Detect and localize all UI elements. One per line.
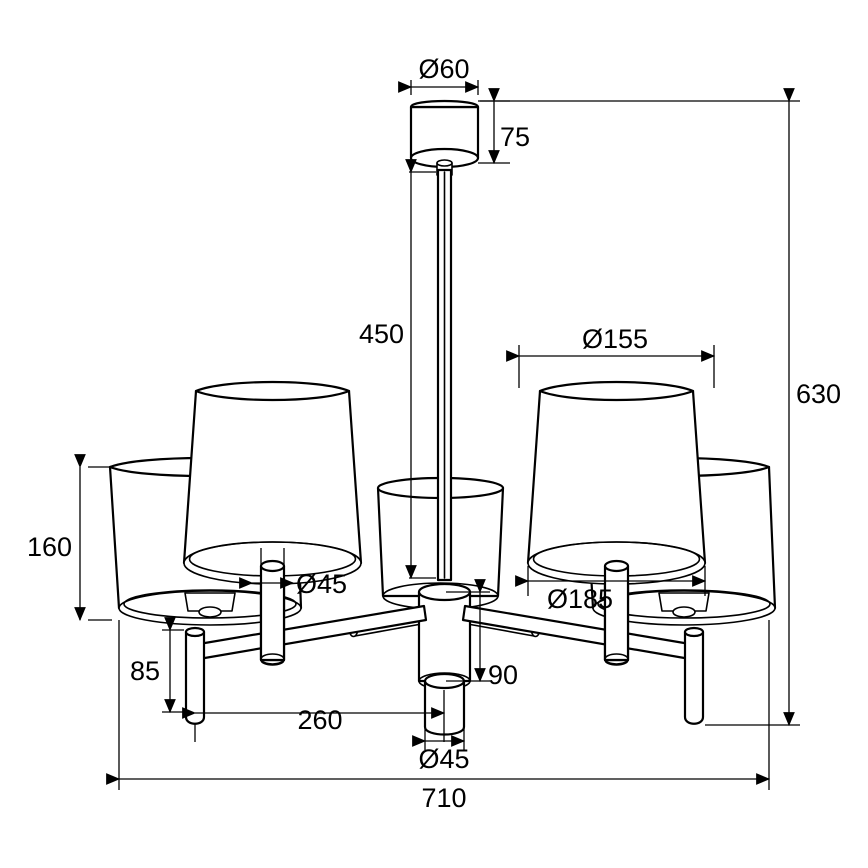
dimension-shade-height: 160 bbox=[27, 454, 112, 622]
dimension-arm-reach: 260 bbox=[182, 690, 446, 742]
dimension-label-canopy-diameter: Ø60 bbox=[418, 54, 469, 84]
dimension-socket-diameter: Ø45 bbox=[239, 548, 347, 599]
shade-4 bbox=[526, 380, 707, 585]
dimension-label-overall-height: 630 bbox=[796, 379, 841, 409]
dimension-label-socket-diameter: Ø45 bbox=[296, 569, 347, 599]
dimension-label-hub-height: 90 bbox=[488, 660, 518, 690]
socket-left-front bbox=[259, 559, 286, 665]
dimension-rod-length: 450 bbox=[359, 159, 436, 580]
dimension-shade-top-diameter: Ø155 bbox=[506, 324, 716, 388]
socket-right-front bbox=[603, 559, 630, 665]
dimension-canopy-height: 75 bbox=[478, 88, 530, 165]
dimension-label-shade-top-diameter: Ø155 bbox=[582, 324, 648, 354]
dimension-label-rod-length: 450 bbox=[359, 319, 404, 349]
dimension-label-finial-diameter: Ø45 bbox=[418, 744, 469, 774]
dimension-label-overall-width: 710 bbox=[421, 783, 466, 813]
dimension-label-shade-height: 160 bbox=[27, 532, 72, 562]
dimension-shade-bottom-diameter: Ø185 bbox=[515, 566, 707, 614]
dimension-overall-width: 710 bbox=[106, 620, 771, 813]
dimension-label-canopy-height: 75 bbox=[500, 122, 530, 152]
shade-2 bbox=[182, 380, 363, 585]
dimension-label-shade-bottom-diameter: Ø185 bbox=[547, 584, 613, 614]
dimension-overall-height: 630 bbox=[480, 88, 841, 727]
suspension-rod bbox=[436, 168, 453, 582]
dimension-hub-height: 90 bbox=[446, 579, 518, 690]
dimension-canopy-diameter: Ø60 bbox=[398, 54, 480, 95]
dimension-label-arm-drop: 85 bbox=[130, 656, 160, 686]
dimension-arm-drop: 85 bbox=[130, 617, 186, 714]
dimension-finial-diameter: Ø45 bbox=[412, 690, 470, 774]
ceiling-canopy bbox=[409, 99, 480, 176]
dimension-label-arm-reach: 260 bbox=[297, 705, 342, 735]
